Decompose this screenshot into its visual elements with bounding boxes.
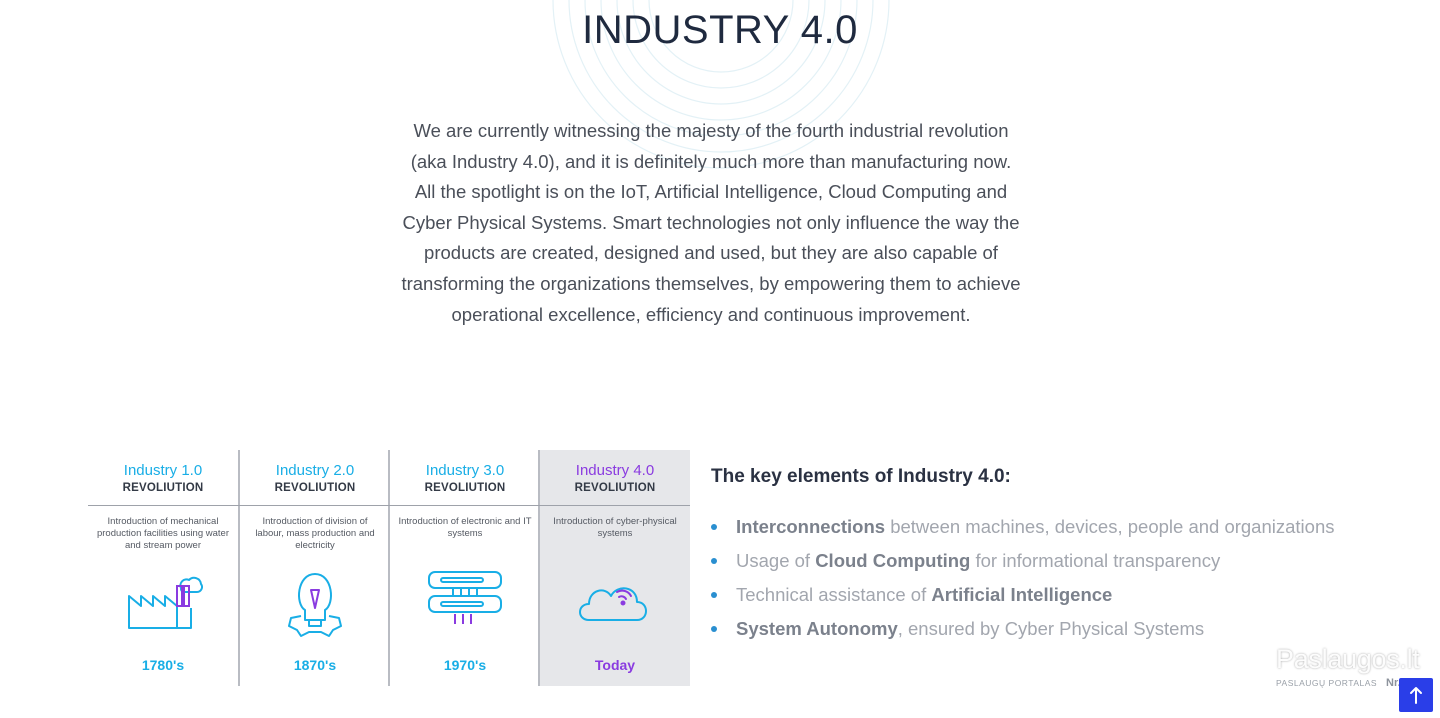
timeline-description: Introduction of electronic and IT system…: [398, 516, 532, 539]
arrow-up-icon: [1410, 687, 1422, 704]
intro-paragraph: We are currently witnessing the majesty …: [401, 120, 1021, 325]
cloud-wifi-icon: [579, 587, 647, 621]
scroll-to-top-button[interactable]: [1399, 678, 1433, 712]
timeline-description: Introduction of cyber-physical systems: [553, 516, 677, 539]
timeline-description: Introduction of mechanical production fa…: [96, 516, 229, 551]
factory-icon: [128, 576, 203, 629]
timeline-year: 1780's: [141, 657, 185, 673]
header-divider: [88, 505, 690, 506]
list-item: Interconnections between machines, devic…: [711, 510, 1335, 544]
bullet-icon: [711, 558, 717, 564]
bullet-icon: [711, 592, 717, 598]
column-divider: [238, 450, 240, 686]
lightbulb-gear-icon: [288, 573, 342, 637]
watermark-logo: Paslaugos.lt PASLAUGŲ PORTALAS Nr.1: [1276, 644, 1420, 696]
bullet-icon: [711, 626, 717, 632]
server-icon: [428, 571, 502, 624]
timeline-subtitle: REVOLIUTION: [274, 482, 356, 494]
key-elements-list: Interconnections between machines, devic…: [711, 510, 1335, 646]
bullet-icon: [711, 524, 717, 530]
timeline-title: Industry 3.0: [425, 462, 505, 479]
timeline-description: Introduction of division of labour, mass…: [255, 516, 375, 551]
industry-timeline-graphic: Industry 1.0 REVOLIUTION Introduction of…: [88, 450, 690, 686]
watermark-tagline: PASLAUGŲ PORTALAS: [1276, 678, 1378, 688]
page-title: INDUSTRY 4.0: [582, 8, 858, 52]
timeline-title: Industry 1.0: [123, 462, 203, 479]
timeline-title: Industry 2.0: [275, 462, 355, 479]
watermark-name: Paslaugos.lt: [1276, 644, 1420, 674]
timeline-column-1: Industry 1.0 REVOLIUTION Introduction of…: [88, 450, 238, 686]
timeline-subtitle: REVOLIUTION: [424, 482, 506, 494]
column-divider: [538, 450, 540, 686]
timeline-column-4: Industry 4.0 REVOLIUTION Introduction of…: [540, 450, 690, 686]
timeline-subtitle: REVOLIUTION: [574, 482, 656, 494]
list-item: Technical assistance of Artificial Intel…: [711, 578, 1335, 612]
key-elements-heading: The key elements of Industry 4.0:: [711, 466, 1011, 487]
list-item: System Autonomy, ensured by Cyber Physic…: [711, 612, 1335, 646]
timeline-column-2: Industry 2.0 REVOLIUTION Introduction of…: [240, 450, 390, 686]
concentric-rings-decoration: [552, 0, 890, 169]
timeline-year: 1870's: [293, 657, 337, 673]
timeline-column-3: Industry 3.0 REVOLIUTION Introduction of…: [390, 450, 540, 686]
list-item: Usage of Cloud Computing for information…: [711, 544, 1335, 578]
timeline-subtitle: REVOLIUTION: [122, 482, 204, 494]
timeline-year: Today: [594, 657, 636, 673]
timeline-year: 1970's: [443, 657, 487, 673]
column-divider: [388, 450, 390, 686]
timeline-title: Industry 4.0: [575, 462, 655, 479]
